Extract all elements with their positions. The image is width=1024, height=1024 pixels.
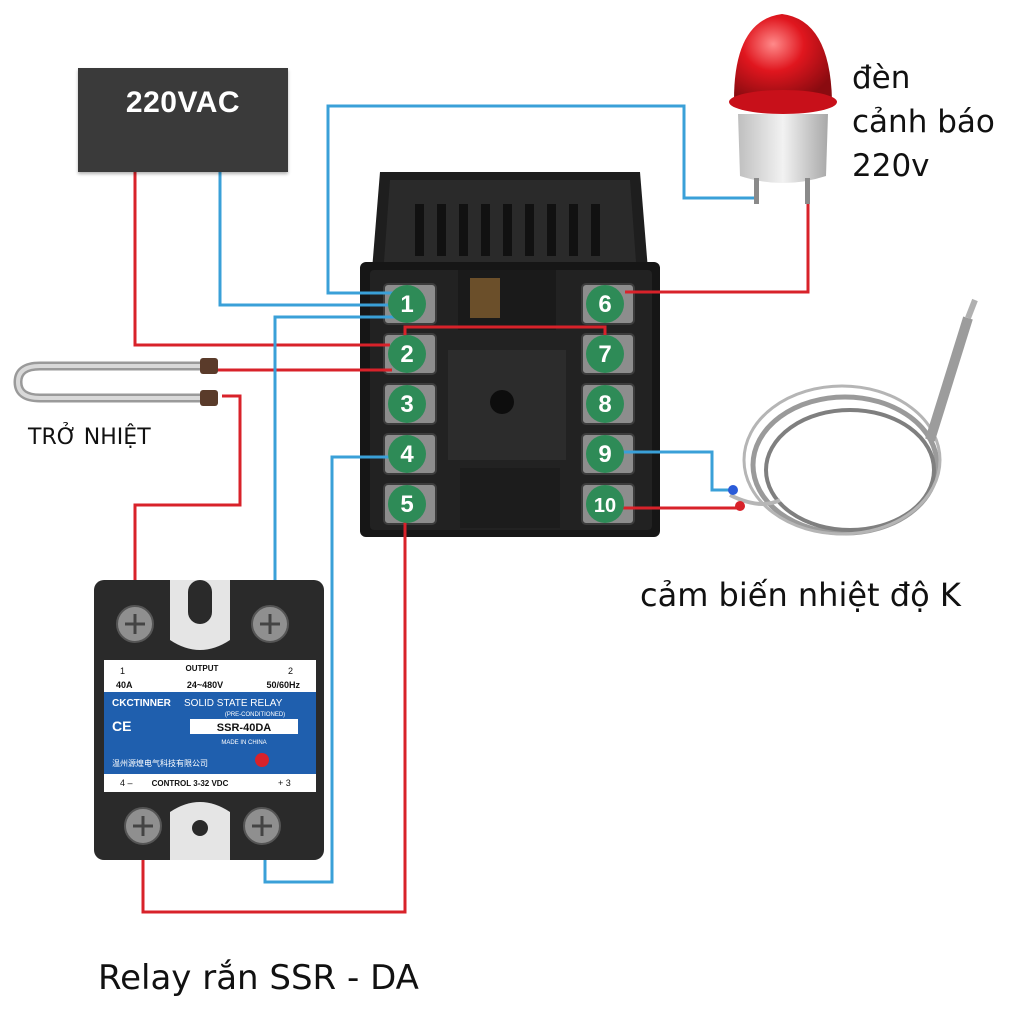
terminal-number: 8 xyxy=(598,391,611,418)
ssr-frequency: 50/60Hz xyxy=(266,680,300,690)
terminal-number: 2 xyxy=(400,341,413,368)
warning-lamp xyxy=(729,14,837,204)
terminal-number: 5 xyxy=(400,491,413,518)
terminal-number: 6 xyxy=(598,291,611,318)
power-source-label: 220VAC xyxy=(125,86,241,119)
ssr-title: SOLID STATE RELAY xyxy=(184,698,283,709)
terminal-badge xyxy=(388,435,426,473)
terminal-7: 7 xyxy=(586,335,624,373)
wire-lamp-neutral xyxy=(326,104,756,295)
terminal-1: 1 xyxy=(388,285,426,323)
wire-ssr-control-minus xyxy=(141,520,407,914)
terminal-badge xyxy=(388,335,426,373)
ssr-control-label: CONTROL 3-32 VDC xyxy=(152,779,229,788)
power-source-box: 220VAC xyxy=(78,68,288,172)
ssr-chinese-label: 温州源煌电气科技有限公司 xyxy=(112,758,208,768)
wire-jumper-2-7 xyxy=(403,325,607,340)
terminal-number: 9 xyxy=(598,441,611,468)
lamp-caption-line: đèn xyxy=(852,60,911,96)
heater-element xyxy=(13,358,218,406)
terminal-8: 8 xyxy=(586,385,624,423)
wire-heater-bottom xyxy=(133,394,242,610)
ssr-terminal-3-label: + 3 xyxy=(278,778,291,788)
ssr-output-label: OUTPUT xyxy=(186,664,219,673)
ssr-subtitle: (PRE-CONDITIONED) xyxy=(225,712,285,718)
sensor-caption: cảm biến nhiệt độ K xyxy=(640,576,961,614)
terminal-badge xyxy=(586,335,624,373)
ssr-current: 40A xyxy=(116,680,133,690)
ssr-terminal-4-label: 4 – xyxy=(120,778,133,788)
ssr-brand: CKCTINNER xyxy=(112,698,172,709)
wire-sensor-blue xyxy=(620,450,730,492)
terminal-numbers: 1 2 3 4 5 6 7 8 9 10 xyxy=(388,285,624,523)
wire-ssr-output xyxy=(273,315,395,610)
terminal-9: 9 xyxy=(586,435,624,473)
terminal-number: 7 xyxy=(598,341,611,368)
wire-group xyxy=(133,104,810,914)
terminal-2: 2 xyxy=(388,335,426,373)
wire-power-neutral xyxy=(218,172,395,307)
terminal-6: 6 xyxy=(586,285,624,323)
ssr-terminal-2-label: 2 xyxy=(288,666,293,676)
terminal-badge xyxy=(586,435,624,473)
ssr-model: SSR-40DA xyxy=(217,722,271,734)
terminal-badge xyxy=(388,285,426,323)
ssr-origin: MADE IN CHINA xyxy=(221,740,266,746)
lamp-caption: đèn cảnh báo 220v xyxy=(852,56,1022,188)
terminal-number: 3 xyxy=(400,391,413,418)
ssr-voltage: 24~480V xyxy=(187,680,223,690)
lamp-caption-line: 220v xyxy=(852,148,930,184)
terminal-badge xyxy=(586,285,624,323)
terminal-badge xyxy=(586,385,624,423)
terminal-10: 10 xyxy=(586,485,624,523)
ssr-ce-mark: CE xyxy=(112,718,131,734)
thermocouple-sensor xyxy=(728,298,978,536)
terminal-4: 4 xyxy=(388,435,426,473)
terminal-number: 10 xyxy=(594,495,616,517)
heater-caption: TRỞ NHIỆT xyxy=(28,425,151,450)
terminal-5: 5 xyxy=(388,485,426,523)
wire-lamp-line xyxy=(625,198,810,294)
terminal-number: 4 xyxy=(400,441,414,468)
terminal-badge xyxy=(388,385,426,423)
wire-ssr-control-plus xyxy=(263,455,395,884)
terminal-badge xyxy=(388,485,426,523)
terminal-number: 1 xyxy=(400,291,413,318)
wire-power-line xyxy=(133,172,390,347)
ssr-terminal-1-label: 1 xyxy=(120,666,125,676)
lamp-caption-line: cảnh báo xyxy=(852,104,995,140)
solid-state-relay: OUTPUT 1 2 40A 24~480V 50/60Hz CKCTINNER… xyxy=(94,580,324,860)
terminal-badge xyxy=(586,485,624,523)
terminal-3: 3 xyxy=(388,385,426,423)
ssr-caption: Relay rắn SSR - DA xyxy=(98,958,419,998)
